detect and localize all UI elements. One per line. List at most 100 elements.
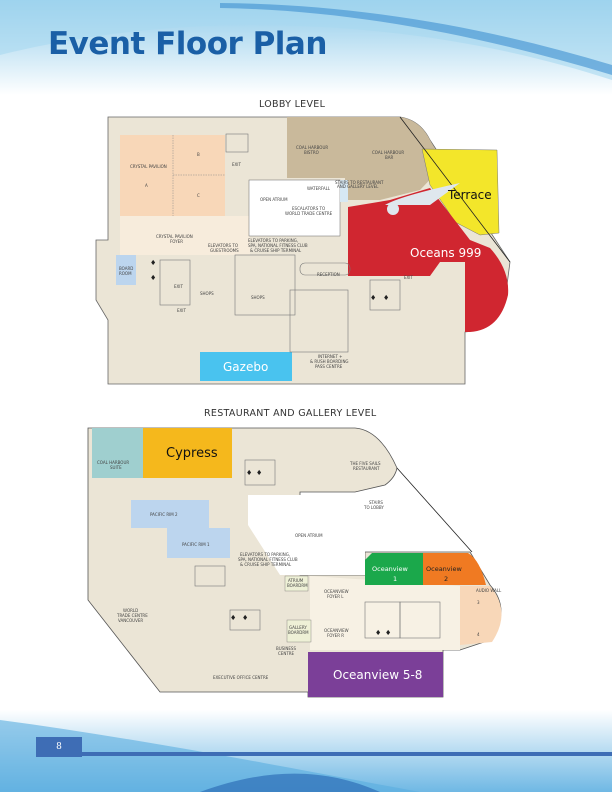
svg-text:ELEVATORS TO: ELEVATORS TO (208, 243, 238, 248)
open-atrium (248, 495, 440, 575)
svg-text:COAL HARBOUR: COAL HARBOUR (296, 145, 328, 150)
svg-text:BAR: BAR (385, 155, 393, 160)
svg-text:& CRUISE SHIP TERMINAL: & CRUISE SHIP TERMINAL (240, 562, 292, 567)
svg-text:& CRUISE SHIP TERMINAL: & CRUISE SHIP TERMINAL (250, 248, 302, 253)
svg-text:BOARDRM: BOARDRM (287, 583, 308, 588)
svg-text:B: B (197, 152, 200, 157)
svg-text:PASS CENTRE: PASS CENTRE (315, 364, 343, 369)
svg-text:EXIT: EXIT (177, 308, 186, 313)
oceanview-2-number: 2 (444, 575, 448, 583)
svg-text:EXIT: EXIT (174, 284, 183, 289)
svg-text:OCEANVIEW: OCEANVIEW (324, 628, 349, 633)
svg-text:OPEN ATRIUM: OPEN ATRIUM (260, 197, 288, 202)
svg-text:& RUSH BOARDING: & RUSH BOARDING (310, 359, 349, 364)
pacific-rim-1 (167, 528, 230, 558)
oceans-999-label[interactable]: Oceans 999 (410, 246, 481, 260)
atrium-boardroom (284, 575, 309, 592)
svg-text:RECEPTION: RECEPTION (317, 272, 340, 277)
svg-text:WORLD: WORLD (123, 608, 138, 613)
oceanview-5-8-room (308, 652, 443, 697)
svg-text:ATRIUM: ATRIUM (288, 578, 304, 583)
svg-text:EXIT: EXIT (232, 162, 241, 167)
page-number: 8 (36, 737, 82, 757)
svg-text:OCEANVIEW: OCEANVIEW (324, 589, 349, 594)
svg-text:PACIFIC RIM 1: PACIFIC RIM 1 (182, 542, 210, 547)
svg-text:♦: ♦ (385, 629, 391, 637)
board-room (116, 255, 136, 285)
svg-text:♦: ♦ (150, 259, 156, 267)
footer-rule (82, 752, 612, 756)
svg-text:AND GALLERY LEVEL: AND GALLERY LEVEL (337, 184, 379, 189)
terrace-label[interactable]: Terrace (447, 188, 492, 202)
svg-text:STAIRS: STAIRS (369, 500, 383, 505)
svg-text:PACIFIC RIM 2: PACIFIC RIM 2 (150, 512, 178, 517)
terrace-room (421, 148, 500, 236)
svg-text:TRADE CENTRE: TRADE CENTRE (116, 613, 148, 618)
svg-text:WORLD TRADE CENTRE: WORLD TRADE CENTRE (285, 211, 333, 216)
coal-harbour-suite (92, 428, 143, 478)
svg-text:SPA, NATIONAL FITNESS CLUB: SPA, NATIONAL FITNESS CLUB (238, 557, 298, 562)
cypress-room (143, 428, 232, 478)
restroom-icons: ♦ ♦ ♦ ♦ (150, 259, 389, 302)
svg-text:3: 3 (477, 600, 480, 605)
svg-text:♦: ♦ (383, 294, 389, 302)
svg-text:COAL HARBOUR: COAL HARBOUR (97, 460, 129, 465)
svg-text:ESCALATORS TO: ESCALATORS TO (292, 206, 325, 211)
restaurant-small-labels: COAL HARBOUR SUITE PACIFIC RIM 2 PACIFIC… (97, 460, 502, 680)
svg-text:♦: ♦ (256, 469, 262, 477)
lobby-level-heading: LOBBY LEVEL (259, 99, 326, 110)
page-title: Event Floor Plan (48, 26, 327, 62)
oceanview-5-8-label[interactable]: Oceanview 5-8 (333, 668, 422, 682)
svg-text:SPA, NATIONAL FITNESS CLUB: SPA, NATIONAL FITNESS CLUB (248, 243, 308, 248)
svg-text:♦: ♦ (150, 274, 156, 282)
restroom-icons: ♦♦♦♦♦♦ (230, 469, 391, 637)
svg-text:BISTRO: BISTRO (304, 150, 319, 155)
svg-text:FOYER L: FOYER L (327, 594, 344, 599)
svg-text:BOARDRM: BOARDRM (288, 630, 309, 635)
svg-text:SHOPS: SHOPS (251, 295, 265, 300)
coal-harbour-bistro (287, 117, 345, 178)
gallery-boardroom (286, 619, 312, 643)
svg-text:CRYSTAL PAVILION: CRYSTAL PAVILION (130, 164, 167, 169)
crystal-pavilion-foyer (120, 216, 250, 255)
open-atrium (248, 179, 341, 237)
svg-text:BUSINESS: BUSINESS (276, 646, 296, 651)
svg-text:TO LOBBY: TO LOBBY (363, 505, 384, 510)
oceans-999-room (348, 188, 509, 332)
svg-text:ROOM: ROOM (119, 271, 132, 276)
oceanview-1-label[interactable]: Oceanview (372, 565, 408, 573)
svg-text:CRYSTAL PAVILION: CRYSTAL PAVILION (156, 234, 193, 239)
oceanview-1-number: 1 (393, 575, 397, 583)
svg-text:4: 4 (477, 632, 480, 637)
svg-text:FOYER R: FOYER R (327, 633, 344, 638)
svg-text:BOARD: BOARD (119, 266, 133, 271)
svg-text:C: C (197, 193, 200, 198)
gazebo-label[interactable]: Gazebo (223, 360, 268, 374)
svg-text:WATERFALL: WATERFALL (307, 186, 331, 191)
svg-text:ELEVATORS TO PARKING,: ELEVATORS TO PARKING, (248, 238, 298, 243)
svg-text:VANCOUVER: VANCOUVER (118, 618, 143, 623)
svg-text:♦: ♦ (370, 294, 376, 302)
svg-text:GALLERY: GALLERY (289, 625, 307, 630)
svg-text:AUDIO WALL: AUDIO WALL (476, 588, 502, 593)
oceanview-foyer (310, 576, 460, 650)
lobby-small-labels: CRYSTAL PAVILION A B C CRYSTAL PAVILION … (119, 145, 413, 369)
svg-text:CENTRE: CENTRE (278, 651, 295, 656)
svg-text:COAL HARBOUR: COAL HARBOUR (372, 150, 404, 155)
svg-text:ELEVATORS TO PARKING,: ELEVATORS TO PARKING, (240, 552, 290, 557)
svg-text:THE FIVE SAILS: THE FIVE SAILS (349, 461, 381, 466)
svg-text:♦: ♦ (246, 469, 252, 477)
crystal-pavilion (120, 135, 225, 216)
svg-text:OPEN ATRIUM: OPEN ATRIUM (295, 533, 323, 538)
oceanview-2-label[interactable]: Oceanview (426, 565, 462, 573)
gazebo-room (200, 352, 292, 381)
restaurant-level-heading: RESTAURANT AND GALLERY LEVEL (204, 408, 377, 419)
svg-text:INTERNET +: INTERNET + (318, 354, 343, 359)
cypress-label[interactable]: Cypress (166, 446, 218, 461)
svg-text:FOYER: FOYER (170, 239, 183, 244)
svg-text:♦: ♦ (230, 614, 236, 622)
svg-text:A: A (145, 183, 148, 188)
